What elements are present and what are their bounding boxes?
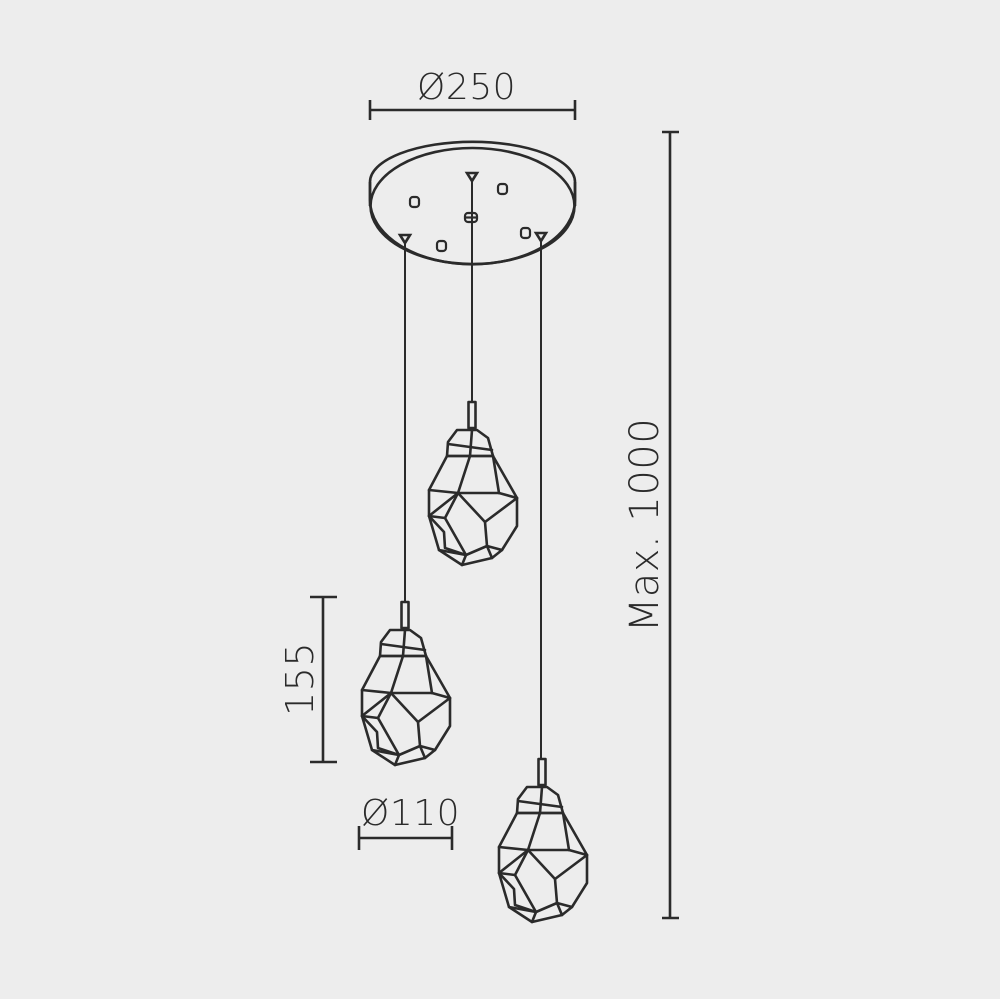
label-shade-height: 155: [278, 641, 322, 717]
label-canopy-diameter: Ø250: [417, 67, 517, 108]
dim-line-shade-diameter: [357, 826, 454, 850]
label-max-height: Max. 1000: [622, 417, 668, 633]
suspension-cables: [404, 181, 542, 760]
dim-line-canopy-diameter: [368, 100, 577, 120]
label-shade-diameter: Ø110: [361, 793, 461, 834]
pendant-right: [497, 757, 589, 924]
dim-line-shade-height: [310, 595, 337, 764]
dim-line-max-height: [662, 130, 679, 920]
pendant-left: [360, 600, 452, 767]
pendant-center: [427, 400, 519, 567]
